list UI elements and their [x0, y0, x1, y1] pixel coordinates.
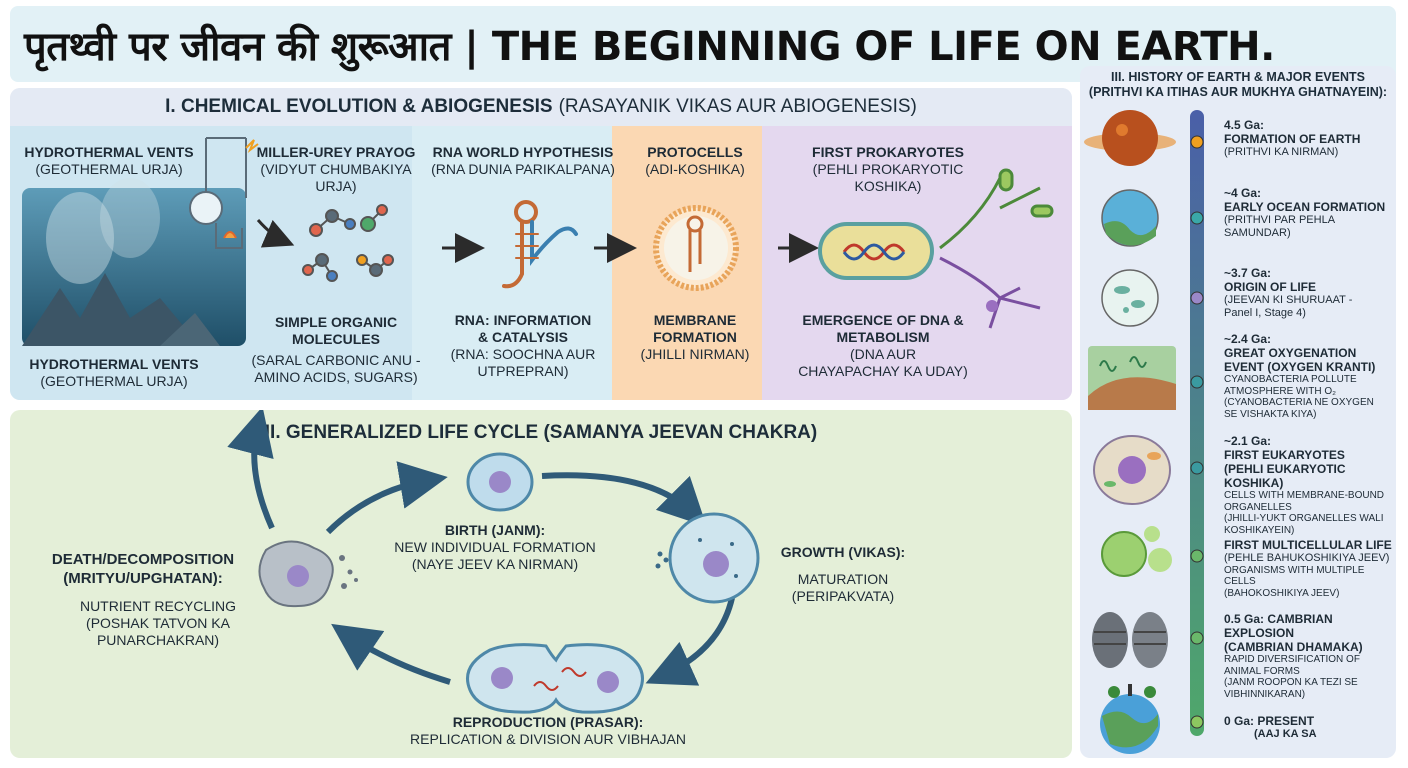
arrow-growth-to-reproduction: [645, 597, 735, 686]
panel1-illustrations: [22, 137, 1054, 346]
present-earth-icon: [1100, 684, 1160, 754]
earth-history-panel: III. HISTORY OF EARTH & MAJOR EVENTS (PR…: [1080, 66, 1396, 758]
panel3-title: III. HISTORY OF EARTH & MAJOR EVENTS (PR…: [1088, 70, 1388, 99]
arrow-death-to-birth: [325, 461, 448, 535]
event-present: 0 Ga: PRESENT (AAJ KA SA: [1224, 714, 1317, 740]
event-early-ocean: ~4 Ga: EARLY OCEAN FORMATION (PRITHVI PA…: [1224, 186, 1386, 239]
stage2-bottom-label: SIMPLE ORGANIC MOLECULES (SARAL CARBONIC…: [251, 314, 421, 385]
decomposing-cell-icon: [258, 540, 358, 608]
flow-arrow-1: [256, 219, 295, 248]
stage5-top-label: FIRST PROKARYOTES (PEHLI PROKARYOTIC KOS…: [812, 144, 964, 194]
event-origin-of-life: ~3.7 Ga: ORIGIN OF LIFE (JEEVAN KI SHURU…: [1224, 266, 1353, 319]
growth-label: GROWTH (VIKAS): MATURATION (PERIPAKVATA): [780, 544, 906, 604]
hydrothermal-vent-icon: [22, 178, 246, 346]
timeline-bar: [1190, 110, 1204, 736]
event-great-oxygenation: ~2.4 Ga: GREAT OXYGENATION EVENT (OXYGEN…: [1224, 332, 1376, 420]
life-cycle-diagram: [227, 410, 760, 714]
page-title: पृतथ्वी पर जीवन की शुरूआत | THE BEGINNIN…: [10, 6, 1396, 82]
stage2-top-label: MILLER-UREY PRAYOG (VIDYUT CHUMBAKIYA UR…: [256, 144, 416, 194]
first-life-icon: [1101, 269, 1159, 327]
event-first-eukaryotes: ~2.1 Ga: FIRST EUKARYOTES (PEHLI EUKARYO…: [1224, 434, 1385, 536]
chemical-evolution-panel: I. CHEMICAL EVOLUTION & ABIOGENESIS (RAS…: [10, 88, 1072, 400]
stage5-bottom-label: EMERGENCE OF DNA & METABOLISM (DNA AUR C…: [798, 312, 968, 379]
stage1-bottom-label: HYDROTHERMAL VENTS (GEOTHERMAL URJA): [29, 356, 199, 389]
cyanobacteria-icon: [1088, 346, 1176, 410]
early-ocean-icon: [1101, 189, 1159, 247]
reproduction-label: REPRODUCTION (PRASAR): REPLICATION & DIV…: [410, 714, 686, 747]
panel1-title-rest: (RASAYANIK VIKAS AUR ABIOGENESIS): [558, 96, 917, 117]
prokaryote-cell-icon: [818, 222, 934, 280]
life-cycle-panel: II. GENERALIZED LIFE CYCLE (SAMANYA JEEV…: [10, 410, 1072, 758]
stage4-bottom-label: MEMBRANE FORMATION (JHILLI NIRMAN): [640, 312, 750, 362]
panel1-title-bold: I. CHEMICAL EVOLUTION & ABIOGENESIS: [165, 96, 553, 117]
stage3-top-label: RNA WORLD HYPOTHESIS (RNA DUNIA PARIKALP…: [431, 144, 615, 177]
event-multicellular-life: FIRST MULTICELLULAR LIFE (PEHLE BAHUKOSH…: [1224, 538, 1392, 599]
dividing-cell-icon: [466, 643, 644, 714]
timeline-graphic: [1084, 110, 1204, 754]
trilobite-icon: [1092, 612, 1168, 668]
panel1-title: I. CHEMICAL EVOLUTION & ABIOGENESIS (RAS…: [10, 88, 1072, 126]
miller-urey-apparatus-icon: [189, 137, 259, 249]
arrow-reproduction-to-death: [331, 623, 451, 685]
growth-cell-icon: [655, 512, 760, 604]
stage3-bottom-label: RNA: INFORMATION & CATALYSIS (RNA: SOOCH…: [450, 312, 596, 379]
arrow-to-chemical-evolution: [227, 410, 275, 530]
panel2-title: II. GENERALIZED LIFE CYCLE (SAMANYA JEEV…: [264, 422, 818, 443]
event-cambrian-explosion: 0.5 Ga: CAMBRIAN EXPLOSION (CAMBRIAN DHA…: [1224, 612, 1363, 700]
tree-of-life-branches-icon: [939, 168, 1054, 329]
stage4-top-label: PROTOCELLS (ADI-KOSHIKA): [645, 144, 745, 177]
event-formation-of-earth: 4.5 Ga: FORMATION OF EARTH (PRITHVI KA N…: [1224, 118, 1361, 158]
organic-molecules-icon: [302, 204, 394, 282]
death-desc: NUTRIENT RECYCLING (POSHAK TATVON KA PUN…: [79, 598, 237, 648]
stage1-top-label: HYDROTHERMAL VENTS (GEOTHERMAL URJA): [24, 144, 194, 177]
forming-earth-icon: [1084, 110, 1176, 166]
protocell-icon: [653, 205, 739, 291]
death-label: DEATH/DECOMPOSITION (MRITYU/UPGHATAN):: [51, 551, 235, 587]
birth-cell-icon: [466, 452, 534, 512]
rna-hairpin-icon: [502, 200, 578, 289]
stage-rna-world: [412, 126, 640, 400]
arrow-birth-to-growth: [541, 472, 707, 527]
birth-label: BIRTH (JANM): NEW INDIVIDUAL FORMATION (…: [394, 522, 596, 572]
eukaryote-cell-icon: [1093, 435, 1171, 505]
multicellular-life-icon: [1101, 526, 1172, 577]
